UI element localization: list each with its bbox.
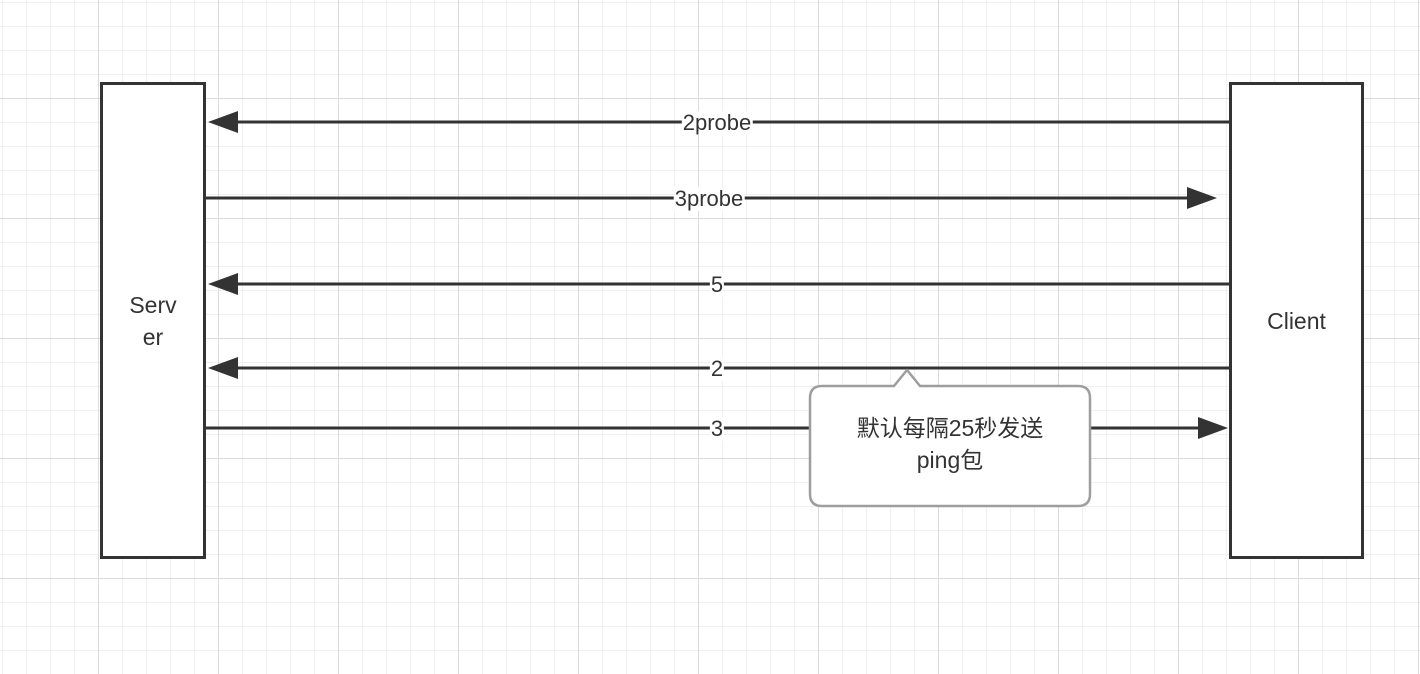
message-label-2: 2 (709, 356, 725, 381)
client-box: Client (1229, 82, 1364, 559)
arrow-5 (208, 273, 1229, 295)
server-box: Server (100, 82, 206, 559)
callout-shape (808, 368, 1092, 508)
server-label: Server (129, 291, 177, 350)
message-label-5: 5 (709, 272, 725, 297)
message-label-2probe: 2probe (681, 110, 753, 135)
arrow-2 (208, 357, 1229, 379)
message-label-3probe: 3probe (673, 186, 745, 211)
message-label-3: 3 (709, 416, 725, 441)
client-label: Client (1267, 307, 1326, 334)
callout-note: 默认每隔25秒发送 ping包 (808, 368, 1092, 508)
callout-text: 默认每隔25秒发送 ping包 (856, 415, 1044, 473)
